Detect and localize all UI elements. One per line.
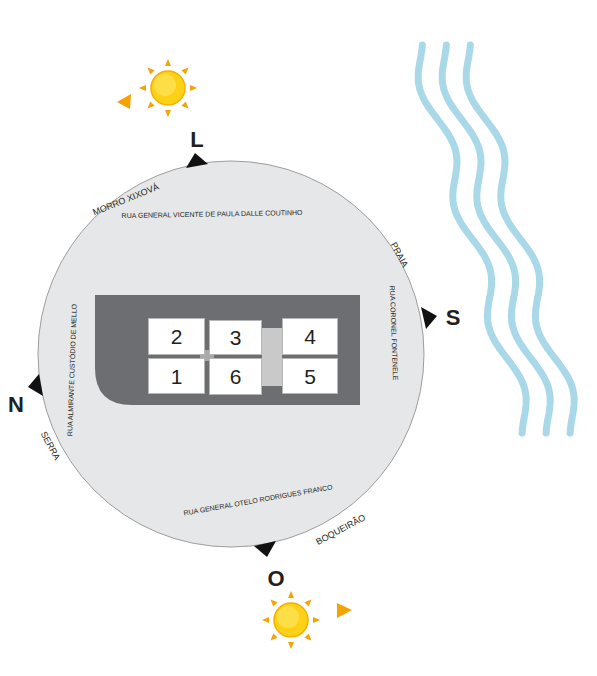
wave-line	[442, 45, 550, 433]
compass-letter: O	[267, 568, 284, 590]
compass-letter: S	[446, 307, 461, 329]
building-number: 1	[171, 366, 183, 387]
building-number: 3	[230, 327, 242, 348]
compass-marker	[28, 374, 43, 396]
lot-area	[95, 295, 360, 405]
building-block: 2	[148, 318, 205, 355]
wave-line	[466, 45, 574, 433]
building-block: 5	[282, 358, 338, 394]
compass-marker	[254, 541, 276, 557]
compass-marker	[421, 307, 437, 329]
compass-letter: N	[8, 394, 24, 416]
building-block: 1	[148, 358, 205, 394]
sun-west	[262, 591, 352, 649]
building-number: 5	[304, 366, 316, 387]
sun-east	[117, 59, 197, 117]
sea-waves	[418, 45, 574, 433]
compass-letter: L	[190, 129, 203, 151]
building-number: 6	[230, 366, 242, 387]
building-block: 4	[282, 318, 338, 355]
compass-marker	[186, 153, 208, 168]
building-number: 2	[171, 326, 183, 347]
corridor	[262, 328, 282, 386]
building-block: 6	[209, 358, 262, 395]
building-number: 4	[304, 326, 316, 347]
building-block: 3	[209, 320, 262, 355]
site-circle	[38, 161, 424, 547]
